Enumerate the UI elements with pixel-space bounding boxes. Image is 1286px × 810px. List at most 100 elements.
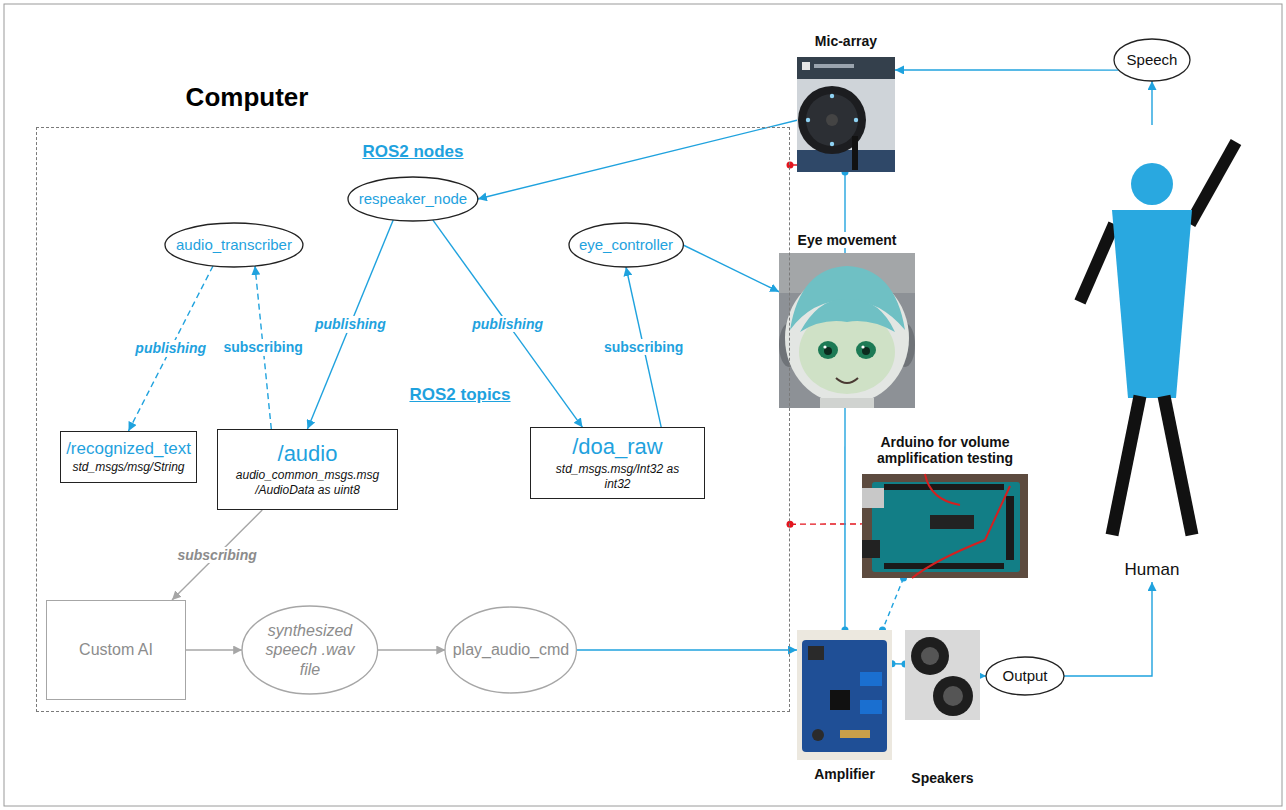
drawing-part	[933, 676, 973, 716]
message-type: std_msgs/msg/String	[72, 460, 184, 475]
node-label: synthesized speech .wav file	[262, 621, 357, 679]
drawing-part	[800, 300, 895, 332]
edge-label: subscribing	[221, 339, 304, 355]
ellipse-outline	[348, 177, 478, 221]
drawing-part	[797, 57, 895, 79]
section-label: ROS2 nodes	[360, 142, 465, 162]
drawing-part	[1080, 224, 1114, 302]
drawing-part	[812, 729, 824, 741]
connector	[378, 649, 446, 650]
photo-heading: Arduino for volume amplification testing	[852, 434, 1038, 466]
drawing-part	[854, 118, 858, 122]
computer-region: Computerrespeaker_nodeaudio_transcribere…	[36, 127, 790, 712]
ros-node: audio_transcriber	[164, 222, 304, 268]
device-photo: Amplifier	[797, 630, 892, 760]
edge-label: publishing	[133, 340, 208, 356]
ellipse-outline	[569, 223, 683, 267]
ros-topic-box: /recognized_textstd_msgs/msg/String	[60, 431, 197, 483]
human-figure	[1080, 142, 1236, 535]
drawing-part	[852, 136, 858, 170]
ros-node: eye_controller	[568, 222, 684, 268]
node-label: Human	[1125, 560, 1180, 580]
connector	[478, 120, 797, 199]
ros-topic-box: /audioaudio_common_msgs.msg /AudioData a…	[217, 429, 398, 510]
mic-array-photo	[797, 57, 895, 172]
message-type: audio_common_msgs.msg /AudioData as uint…	[233, 468, 383, 498]
joint-dot	[787, 521, 794, 528]
drawing-part	[823, 345, 826, 348]
file-ellipse: synthesized speech .wav file	[241, 605, 379, 695]
drawing-part	[806, 118, 810, 122]
connector	[1064, 582, 1152, 676]
ellipse-outline	[986, 657, 1064, 695]
device-photo: Mic-array	[797, 57, 895, 172]
human-node: Human	[1067, 125, 1237, 582]
topic-name: /doa_raw	[572, 434, 663, 459]
drawing-part	[943, 686, 963, 706]
device-photo: Eye movement	[779, 253, 915, 408]
drawing-part	[911, 637, 949, 675]
node-label: play_audio_cmd	[453, 640, 570, 659]
connector	[172, 510, 262, 600]
signal-ellipse: Output	[985, 656, 1065, 696]
photo-heading: Amplifier	[811, 766, 878, 782]
connector	[626, 267, 661, 427]
connector	[433, 220, 583, 427]
drawing-part	[862, 540, 880, 558]
drawing-part	[797, 150, 895, 172]
photo-heading: Mic-array	[812, 33, 880, 49]
drawing-part	[860, 672, 882, 686]
figure-frame	[4, 4, 1282, 806]
drawing-part	[860, 700, 882, 714]
section-label: ROS2 topics	[407, 385, 512, 405]
process-box: Custom AI	[46, 600, 186, 700]
ellipse-outline	[242, 606, 378, 694]
drawing-part	[1164, 396, 1192, 535]
drawing-part	[802, 640, 887, 752]
drawing-part	[802, 62, 810, 70]
arduino-photo	[862, 474, 1028, 578]
connector	[895, 69, 1119, 71]
connector	[577, 649, 797, 650]
photo-heading: Speakers	[908, 770, 976, 786]
drawing-part	[797, 630, 892, 760]
drawing-part	[921, 647, 939, 665]
amplifier-photo	[797, 630, 892, 760]
drawing-part	[861, 345, 864, 348]
drawing-part	[1190, 142, 1236, 224]
ros-node: respeaker_node	[347, 176, 479, 222]
node-label: Speech	[1127, 51, 1178, 69]
node-label: Output	[1002, 667, 1047, 685]
drawing-part	[797, 57, 895, 172]
node-label: Custom AI	[79, 640, 153, 659]
connector	[883, 578, 904, 630]
ellipse-outline	[445, 607, 576, 693]
connector	[1151, 81, 1152, 125]
drawing-part	[840, 730, 870, 738]
drawing-part	[814, 64, 854, 68]
drawing-part	[779, 253, 915, 408]
connector	[683, 245, 779, 292]
drawing-part	[862, 488, 884, 508]
drawing-part	[872, 482, 1020, 572]
node-label: audio_transcriber	[176, 236, 292, 254]
ellipse-outline	[165, 223, 303, 267]
region-heading: Computer	[183, 82, 312, 113]
connector	[790, 523, 862, 525]
drawing-part	[912, 486, 1010, 578]
drawing-part	[818, 341, 838, 359]
edge-label: publishing	[470, 316, 545, 332]
ros-topic-box: /doa_rawstd_msgs.msg/Int32 as int32	[530, 427, 705, 498]
connector	[308, 220, 394, 429]
drawing-part	[826, 114, 838, 126]
connector	[129, 266, 213, 431]
drawing-part	[1112, 396, 1140, 535]
drawing-part	[808, 646, 824, 660]
drawing-part	[830, 142, 834, 146]
drawing-part	[925, 474, 960, 505]
drawing-part	[830, 690, 850, 710]
drawing-part	[884, 484, 1004, 490]
